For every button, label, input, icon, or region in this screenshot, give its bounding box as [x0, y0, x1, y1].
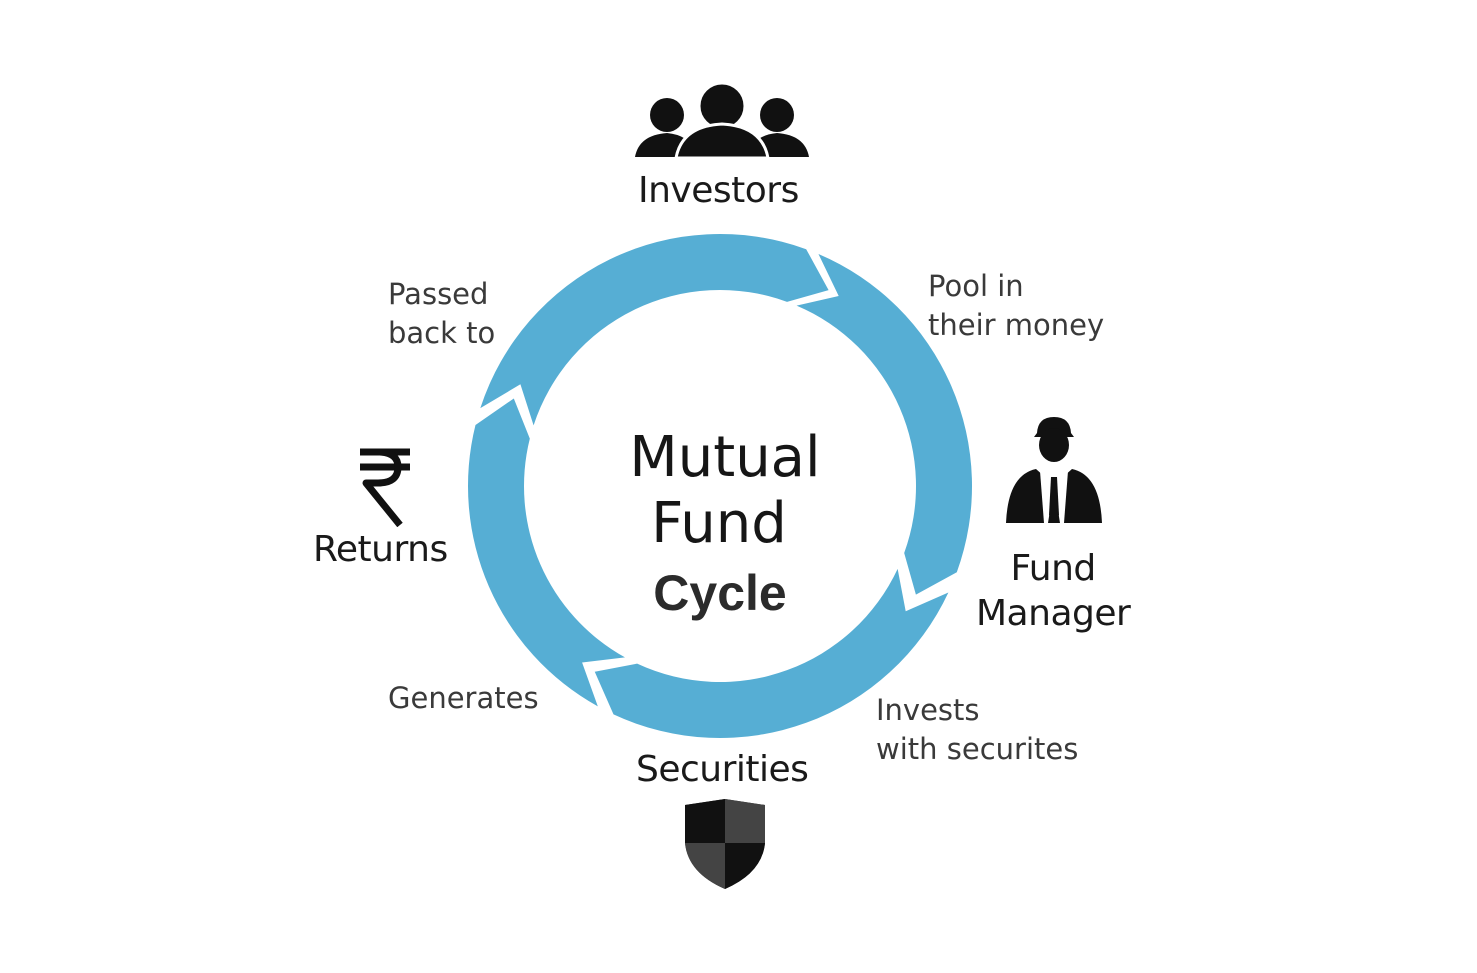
- returns-label: Returns: [313, 529, 448, 570]
- invests-with-securities-label: Invests with securites: [876, 693, 1079, 766]
- securities-label: Securities: [636, 749, 809, 790]
- arrow-returns-to-investors: [467, 398, 625, 707]
- arrow-investors-to-manager: [480, 234, 829, 426]
- center-title-line-1: Mutual: [629, 425, 821, 490]
- people-group-icon: [635, 81, 809, 160]
- center-title-block: Mutual Fund: [560, 425, 890, 557]
- generates-label: Generates: [388, 681, 539, 715]
- arrow-manager-to-securities: [796, 254, 972, 595]
- businessman-icon: [1006, 417, 1102, 523]
- fund-manager-label: Fund Manager: [976, 548, 1131, 634]
- shield-icon: [685, 799, 765, 889]
- arrow-securities-to-returns: [594, 568, 949, 738]
- pool-in-money-label: Pool in their money: [928, 269, 1105, 342]
- investors-label: Investors: [638, 170, 799, 211]
- ring-arrows: [467, 234, 972, 738]
- rupee-icon: [360, 448, 410, 527]
- passed-back-to-label: Passed back to: [388, 277, 496, 350]
- center-title-line-2: Fund: [651, 491, 787, 556]
- center-subtitle: Cycle: [653, 565, 787, 621]
